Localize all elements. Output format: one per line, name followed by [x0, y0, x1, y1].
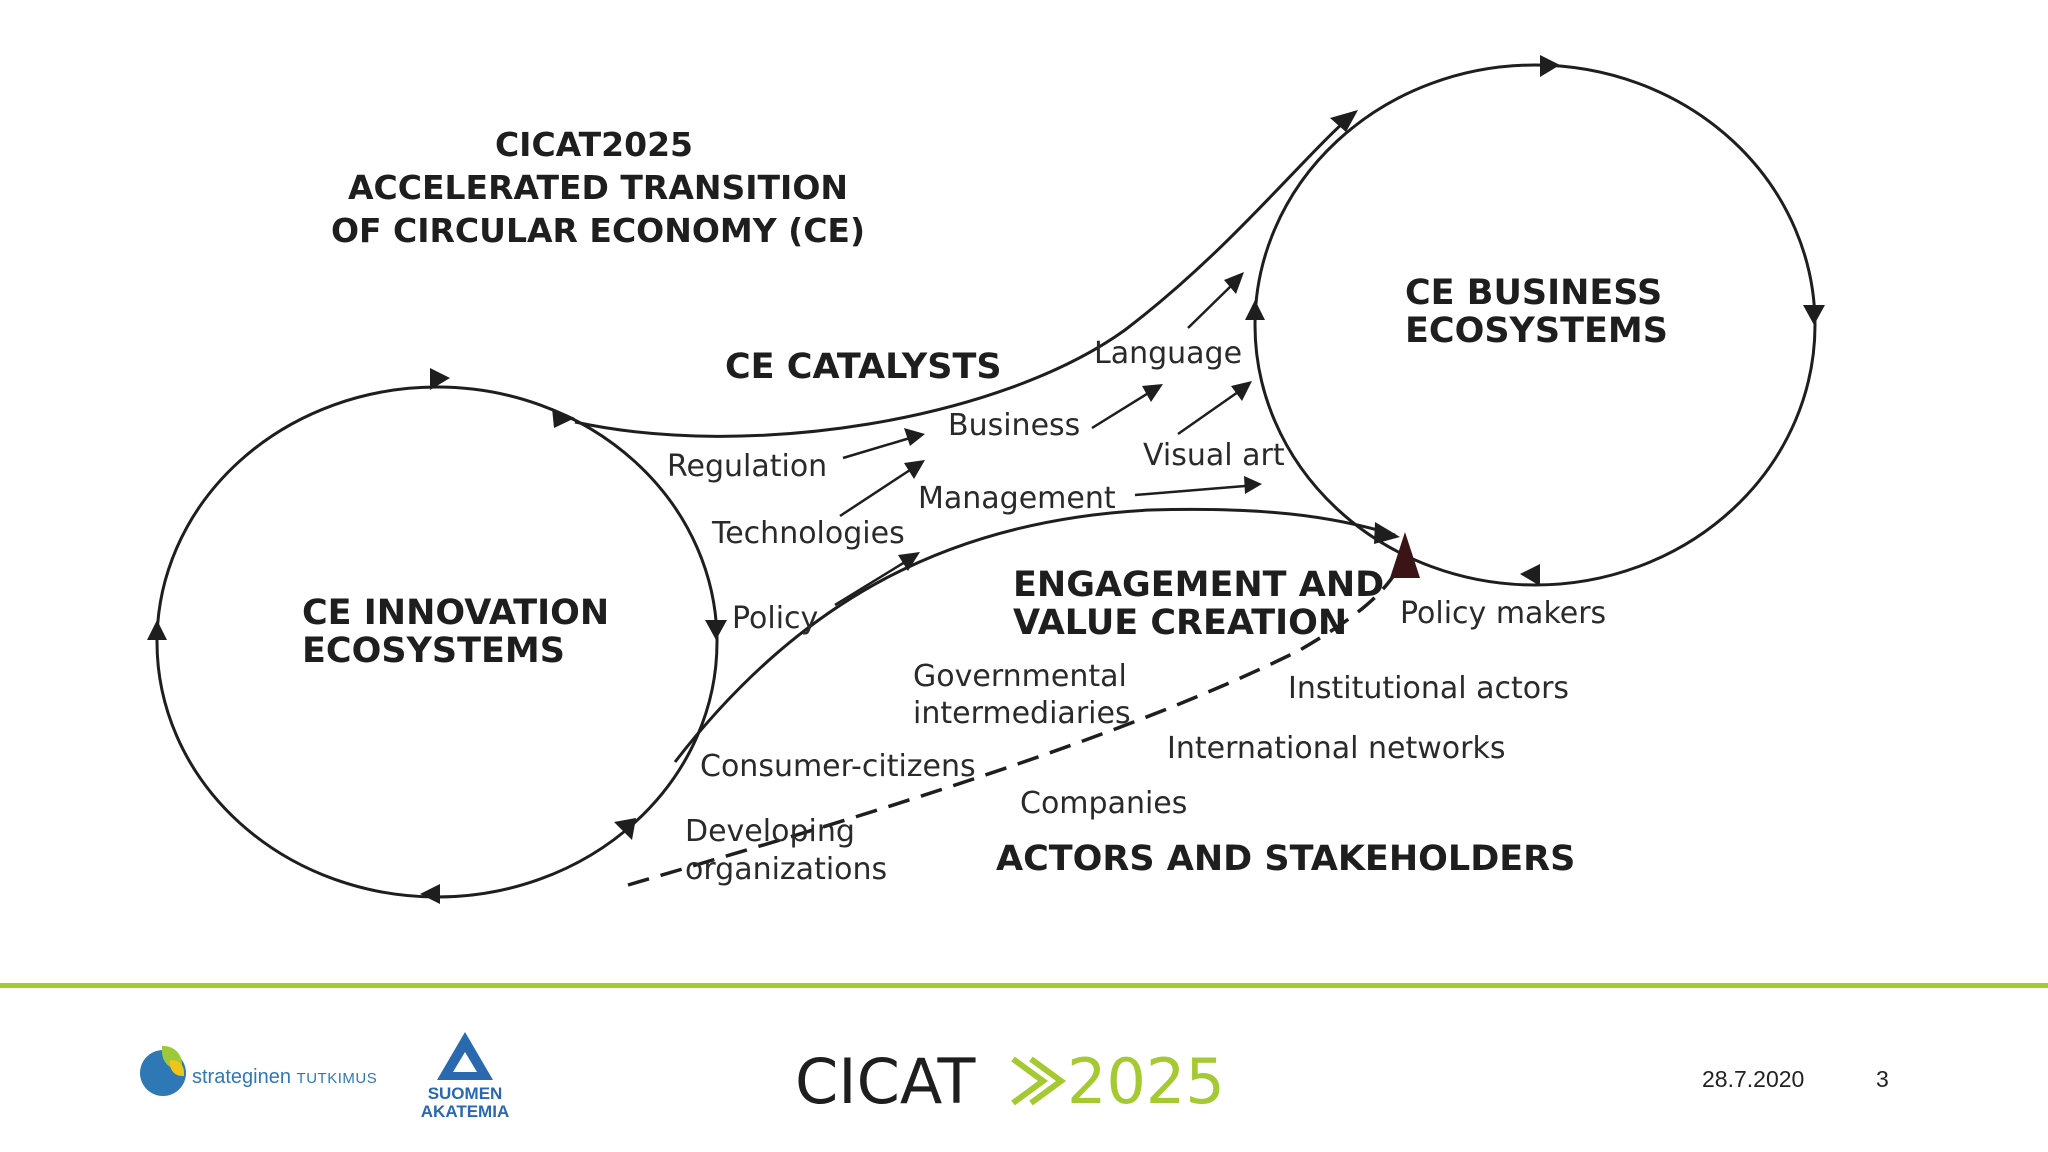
- suomen-akatemia-logo: SUOMEN AKATEMIA: [410, 1032, 520, 1122]
- footer-divider: [0, 983, 2048, 988]
- policy-arrowhead: [898, 552, 920, 571]
- language-arrow: [1187, 284, 1233, 329]
- actor-developing-1: Developing: [685, 814, 855, 849]
- cicat2025-logo: CICAT 2025: [795, 1045, 1225, 1115]
- business-arrow-left: [1245, 300, 1265, 320]
- innovation-label-2: ECOSYSTEMS: [302, 631, 565, 671]
- innovation-arrow-top: [430, 368, 450, 390]
- catalyst-lower-curve: [673, 507, 1396, 763]
- catalyst-regulation: Regulation: [667, 449, 827, 484]
- actor-international: International networks: [1167, 731, 1505, 766]
- actor-consumer-citizens: Consumer-citizens: [700, 749, 976, 784]
- engagement-label-1: ENGAGEMENT AND: [1013, 565, 1384, 605]
- language-arrowhead: [1224, 272, 1244, 294]
- business-circle: [1253, 63, 1817, 587]
- title-line-3: OF CIRCULAR ECONOMY (CE): [331, 211, 865, 250]
- business-arrow: [1091, 390, 1151, 430]
- actor-developing-2: organizations: [685, 852, 887, 887]
- catalyst-language: Language: [1094, 336, 1242, 371]
- innovation-label-1: CE INNOVATION: [302, 593, 609, 633]
- akatemia-line-2: AKATEMIA: [420, 1102, 510, 1121]
- ce-transition-diagram: CICAT2025 ACCELERATED TRANSITION OF CIRC…: [147, 55, 1825, 904]
- actors-arrowhead: [1390, 532, 1420, 578]
- strateginen-logo-text: strateginen TUTKIMUS: [192, 1066, 377, 1089]
- catalyst-upper-curve: [574, 110, 1356, 438]
- business-label-2: ECOSYSTEMS: [1405, 311, 1668, 351]
- regulation-arrowhead: [904, 428, 925, 446]
- actor-institutional: Institutional actors: [1288, 671, 1569, 706]
- visual-art-arrow: [1177, 390, 1239, 436]
- cicat-logo-year: 2025: [1067, 1045, 1225, 1115]
- catalyst-management: Management: [918, 481, 1116, 516]
- strateginen-leaf-small-icon: [170, 1060, 184, 1076]
- actor-governmental-2: intermediaries: [913, 696, 1131, 731]
- actor-companies: Companies: [1020, 786, 1187, 821]
- cicat-logo-chevrons-icon: [1011, 1056, 1067, 1106]
- actor-governmental-1: Governmental: [913, 659, 1127, 694]
- title-line-1: CICAT2025: [495, 125, 693, 164]
- tutkimus-word: TUTKIMUS: [296, 1070, 378, 1087]
- technologies-arrow: [839, 468, 911, 518]
- actors-dashed-curve: [627, 554, 1407, 887]
- management-arrowhead: [1244, 476, 1262, 494]
- policy-arrow: [834, 560, 906, 607]
- title-line-2: ACCELERATED TRANSITION: [348, 168, 848, 207]
- business-arrow-bottom: [1520, 564, 1540, 586]
- business-arrow-right: [1803, 305, 1825, 325]
- regulation-arrow: [842, 436, 911, 460]
- catalyst-business: Business: [948, 408, 1080, 443]
- strateginen-word: strateginen: [192, 1066, 291, 1088]
- management-arrow: [1134, 484, 1246, 497]
- business-arrowhead: [1142, 384, 1163, 402]
- akatemia-triangle-inner: [453, 1052, 477, 1072]
- catalyst-visual-art: Visual art: [1143, 438, 1285, 473]
- innovation-arrow-right: [705, 620, 727, 640]
- innovation-arrow-bottomright: [614, 818, 636, 840]
- actors-title: ACTORS AND STAKEHOLDERS: [996, 839, 1575, 879]
- akatemia-line-1: SUOMEN: [427, 1084, 503, 1103]
- visual-art-arrowhead: [1231, 381, 1252, 401]
- engagement-label-2: VALUE CREATION: [1013, 603, 1347, 643]
- catalyst-technologies: Technologies: [711, 516, 905, 551]
- business-label-1: CE BUSINESS: [1405, 273, 1662, 313]
- cicat-logo-word: CICAT: [795, 1045, 976, 1115]
- actor-policy-makers: Policy makers: [1400, 596, 1606, 631]
- innovation-arrow-left: [147, 620, 167, 640]
- strateginen-tutkimus-logo: strateginen TUTKIMUS: [140, 1046, 380, 1102]
- business-arrow-top: [1540, 55, 1560, 77]
- catalysts-label: CE CATALYSTS: [725, 347, 1002, 387]
- catalyst-policy: Policy: [732, 601, 818, 636]
- footer-date: 28.7.2020: [1702, 1066, 1805, 1092]
- innovation-arrow-topright: [552, 408, 575, 428]
- catalyst-lower-arrowhead: [1374, 522, 1400, 544]
- page-number: 3: [1876, 1066, 1889, 1092]
- innovation-arrow-bottom: [420, 884, 440, 904]
- technologies-arrowhead: [904, 460, 925, 479]
